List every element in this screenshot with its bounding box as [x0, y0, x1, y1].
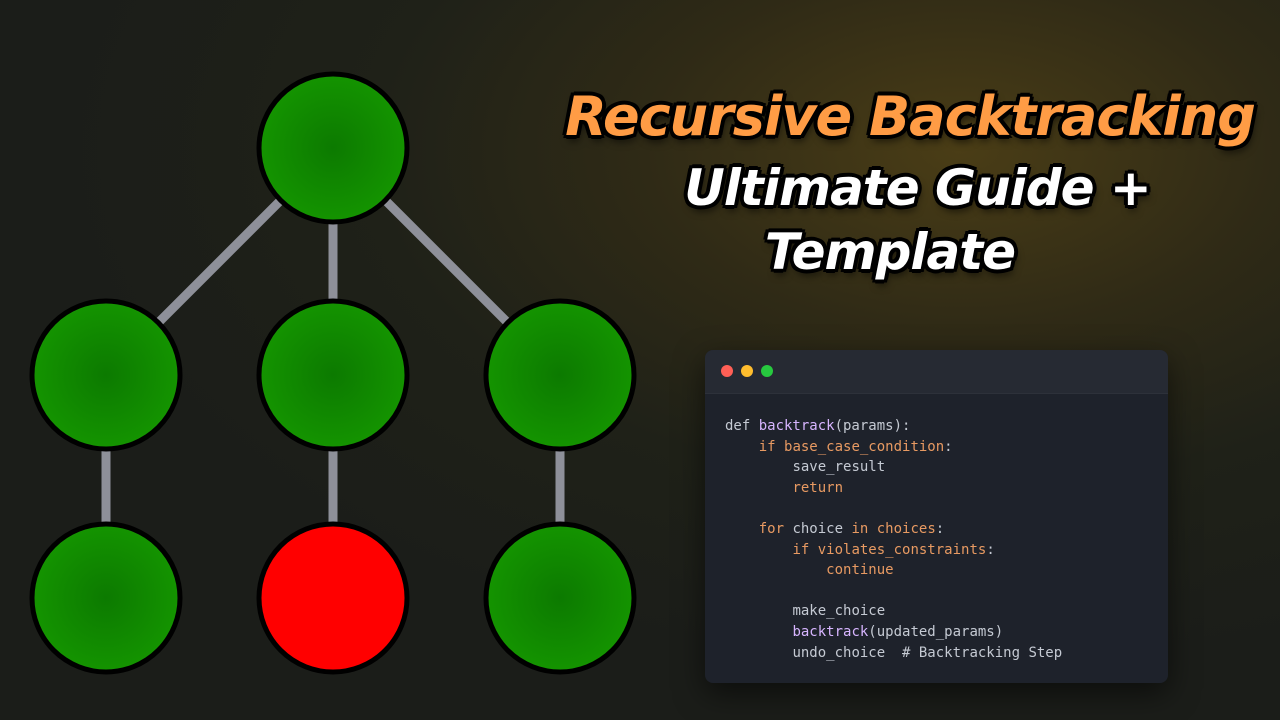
code-line: make_choice [725, 601, 1168, 622]
code-token: # Backtracking Step [902, 644, 1063, 661]
code-line [725, 581, 1168, 602]
tree-node-child-left [29, 298, 183, 452]
code-line: if base_case_condition: [725, 437, 1168, 458]
tree-node-child-right [483, 298, 637, 452]
code-token: : [935, 520, 945, 537]
code-token: backtrack [792, 623, 869, 640]
code-line: save_result [725, 457, 1168, 478]
code-token: return [792, 479, 844, 496]
code-token: continue [826, 562, 894, 579]
code-window: def backtrack(params): if base_case_cond… [705, 350, 1168, 683]
code-token: save_result [792, 459, 886, 476]
code-window-titlebar [705, 350, 1168, 394]
code-line [725, 498, 1168, 519]
code-line: undo_choice # Backtracking Step [725, 643, 1168, 664]
code-line: for choice in choices: [725, 519, 1168, 540]
tree-node-leaf-left [29, 521, 183, 675]
code-token: if [792, 541, 818, 558]
code-token: violates_constraints [817, 541, 987, 558]
code-token: : [986, 541, 995, 558]
code-token: def [725, 418, 759, 434]
code-token: for [758, 520, 793, 537]
title-line-3: Template [764, 223, 1016, 281]
code-token: (updated_params) [868, 623, 1004, 640]
code-line: if violates_constraints: [725, 540, 1168, 561]
code-token: choices [876, 520, 936, 537]
title-line-2: Ultimate Guide + [684, 159, 1152, 217]
code-line: continue [725, 560, 1168, 581]
code-line: def backtrack(params): [725, 416, 1168, 437]
code-token: base_case_condition [784, 438, 945, 455]
title-block: Recursive Backtracking Ultimate Guide + … [540, 85, 1280, 284]
tree-node-root [256, 71, 410, 225]
code-block: def backtrack(params): if base_case_cond… [705, 394, 1168, 663]
code-line: return [725, 478, 1168, 499]
code-token: undo_choice [792, 644, 903, 661]
code-token: make_choice [792, 603, 886, 620]
backtracking-tree-diagram [29, 71, 637, 675]
code-token: choice [792, 520, 852, 537]
code-line: backtrack(updated_params) [725, 622, 1168, 643]
minimize-dot-icon[interactable] [741, 365, 753, 377]
title-line-1: Recursive Backtracking [565, 85, 1256, 148]
maximize-dot-icon[interactable] [761, 365, 773, 377]
code-token: in [851, 520, 877, 537]
tree-node-leaf-middle [256, 521, 410, 675]
tree-node-child-middle [256, 298, 410, 452]
code-token: if [758, 438, 785, 455]
close-dot-icon[interactable] [721, 365, 733, 377]
code-token: (params): [834, 418, 911, 434]
tree-node-leaf-right [483, 521, 637, 675]
code-token: : [944, 438, 953, 455]
code-token: backtrack [758, 418, 835, 434]
